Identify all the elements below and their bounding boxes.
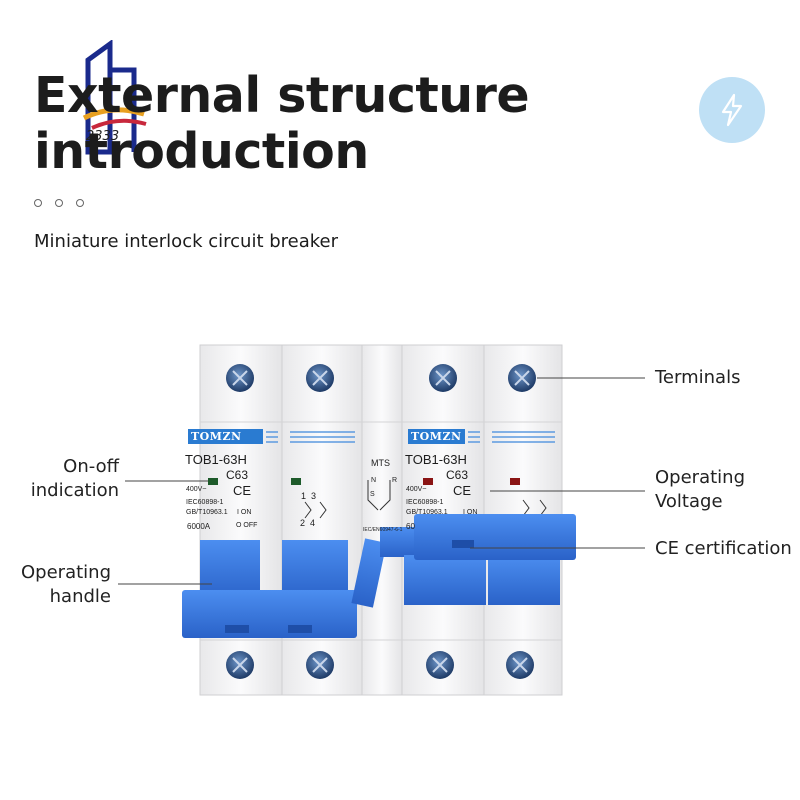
- standard-1: IEC60898-1: [406, 499, 444, 506]
- capacity-label: 60: [406, 522, 415, 531]
- ce-mark: CE: [453, 483, 472, 498]
- onoff-line-2: indication: [30, 480, 119, 501]
- on-off-indicator: [510, 478, 520, 485]
- on-off-indicator: [208, 478, 218, 485]
- on-off-indicator: [291, 478, 301, 485]
- off-label: O OFF: [236, 522, 258, 529]
- title-line-2: introduction: [34, 123, 369, 180]
- voltage-line-2: Voltage: [655, 491, 723, 512]
- on-off-indicator: [423, 478, 433, 485]
- voltage-label: 400V~: [186, 486, 207, 493]
- title-line-1: External structure: [34, 67, 530, 124]
- handle-line-2: handle: [49, 586, 111, 607]
- voltage-label: 400V~: [406, 486, 427, 493]
- handle-callout: Operating handle: [0, 561, 111, 609]
- rating-label: C63: [226, 468, 249, 482]
- brand-stripes: [266, 431, 555, 443]
- capacity-label: 6000A: [187, 522, 211, 531]
- logo-text: 2333: [86, 129, 119, 144]
- onoff-callout: On-off indication: [0, 455, 119, 503]
- pole-numbers-top: 1 3: [301, 491, 317, 501]
- mts-standard: IEC/EN60947-6-1: [363, 527, 403, 533]
- ce-callout: CE certification: [655, 538, 792, 559]
- brand-logo-icon: 2333: [82, 40, 147, 155]
- page-title: External structure introduction: [34, 67, 530, 180]
- standard-2: GB/T10963.1: [406, 509, 448, 516]
- decorative-dots: [34, 199, 84, 207]
- handle-line-1: Operating: [21, 562, 111, 583]
- product-subtitle: Miniature interlock circuit breaker: [34, 231, 339, 252]
- top-terminals: [226, 364, 536, 392]
- model-label: TOB1-63H: [405, 452, 467, 467]
- model-label: TOB1-63H: [185, 452, 247, 467]
- standard-2: GB/T10963.1: [186, 509, 228, 516]
- ce-mark: CE: [233, 483, 252, 498]
- mts-label: MTS: [371, 458, 390, 468]
- bottom-terminals: [226, 651, 534, 679]
- lightning-badge: [699, 77, 765, 143]
- s-label: S: [370, 491, 375, 498]
- callout-lines: [118, 377, 645, 585]
- pole-numbers-bottom: 2 4: [300, 518, 316, 528]
- voltage-line-1: Operating: [655, 467, 745, 488]
- voltage-callout: Operating Voltage: [655, 466, 745, 514]
- r-label: R: [392, 477, 398, 484]
- standard-1: IEC60898-1: [186, 499, 224, 506]
- terminals-callout: Terminals: [655, 367, 741, 388]
- brand-label: TOMZN: [191, 430, 242, 443]
- onoff-line-1: On-off: [63, 456, 119, 477]
- on-label: I ON: [237, 509, 252, 516]
- lightning-bolt-icon: [721, 93, 743, 127]
- operating-handles: [182, 514, 576, 638]
- n-label: N: [371, 477, 377, 484]
- dot: [55, 199, 63, 207]
- on-label: I ON: [463, 509, 478, 516]
- rating-label: C63: [446, 468, 469, 482]
- brand-label: TOMZN: [411, 430, 462, 443]
- dot: [34, 199, 42, 207]
- dot: [76, 199, 84, 207]
